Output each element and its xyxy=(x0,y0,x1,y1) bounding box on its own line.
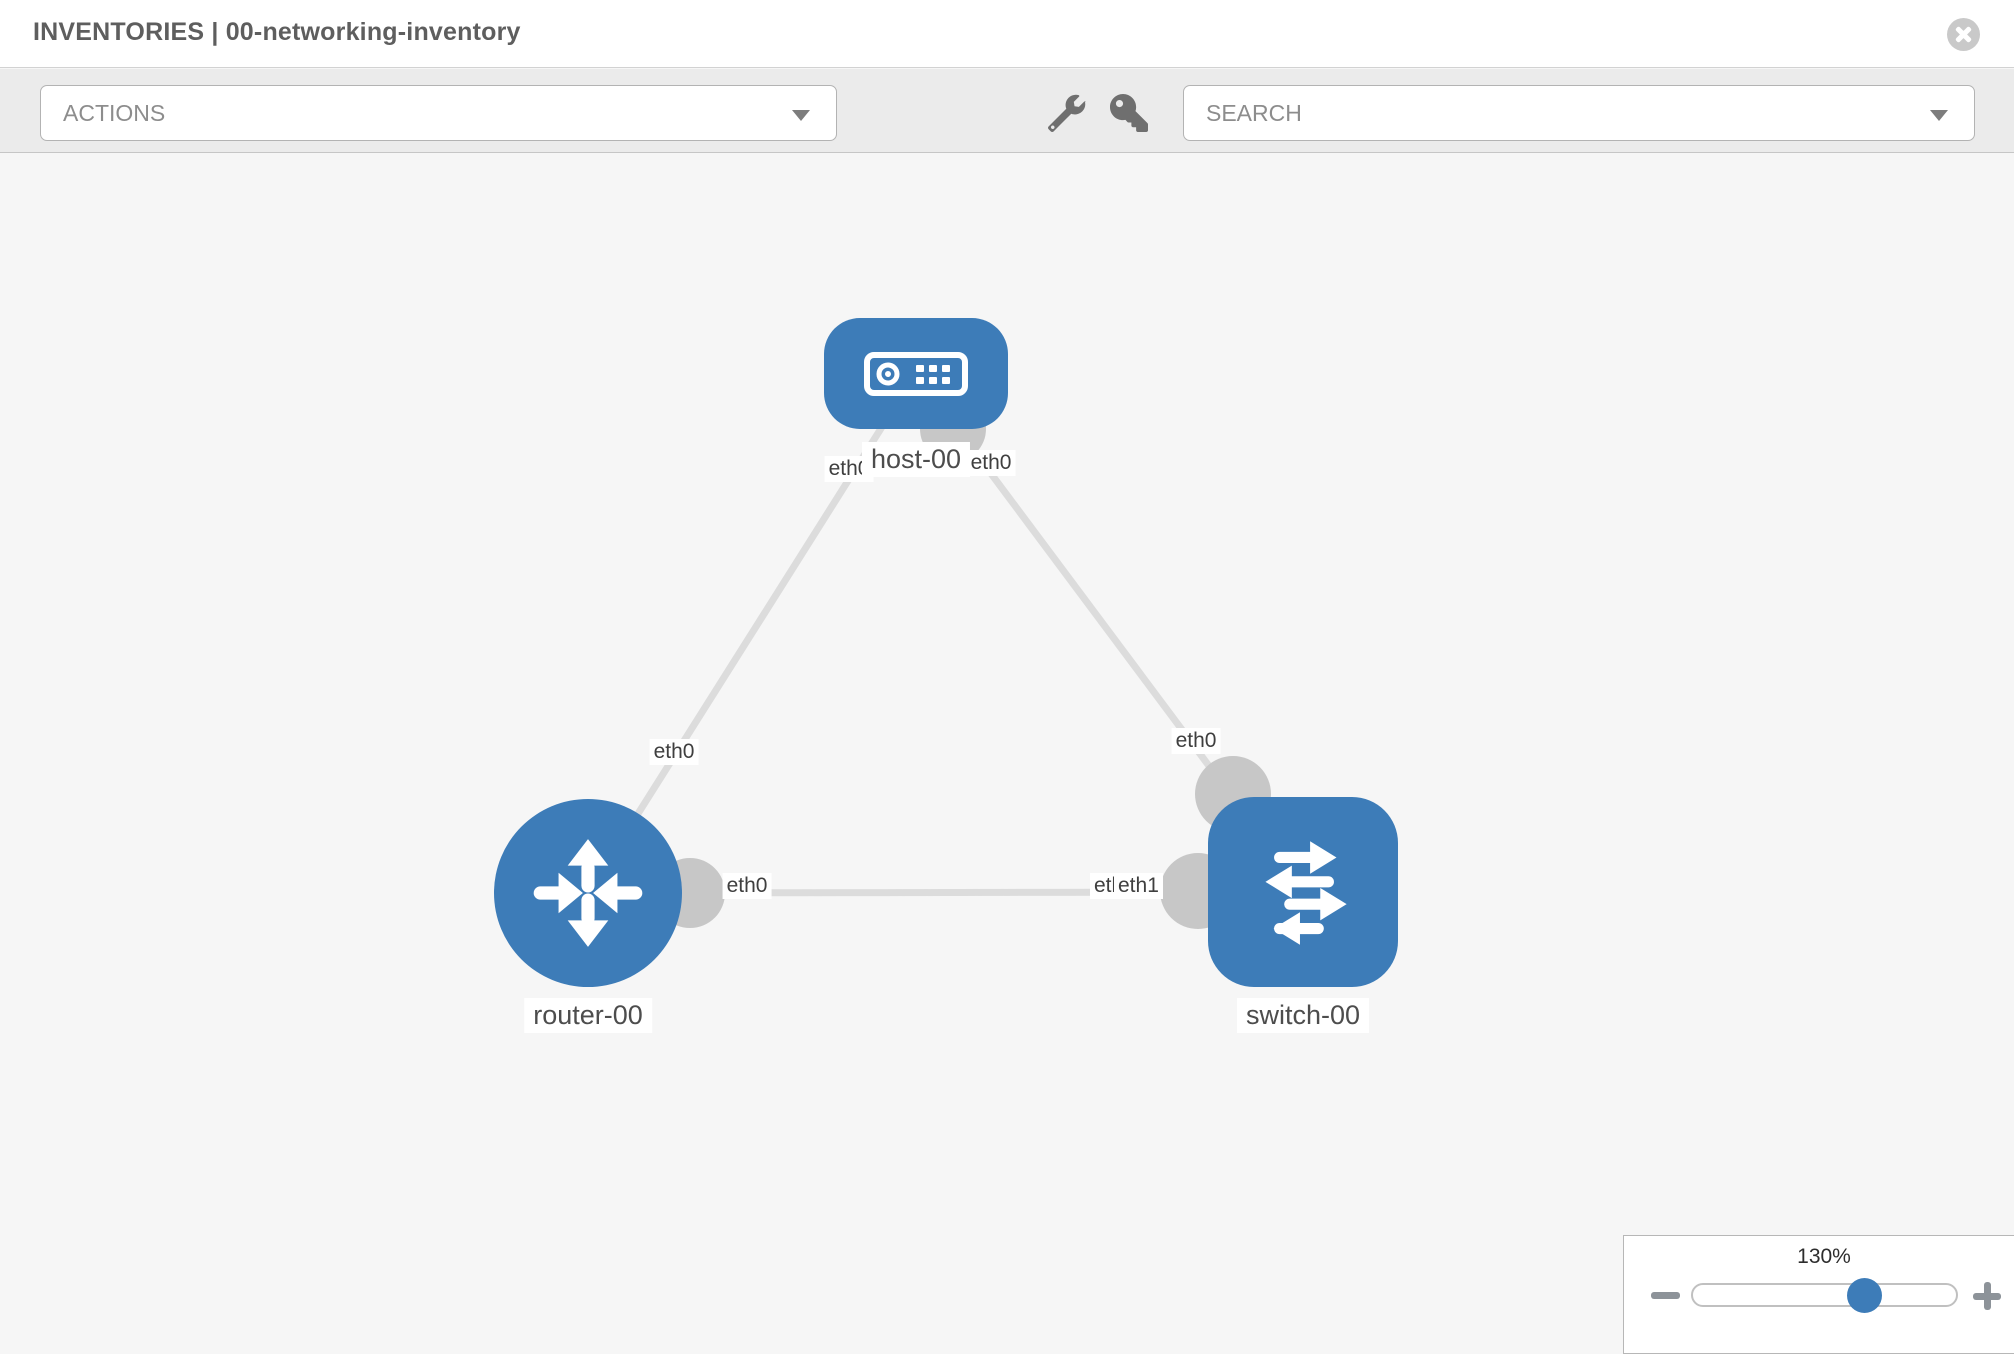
chevron-down-icon xyxy=(792,110,810,121)
switch-icon xyxy=(1265,841,1347,945)
node-switch-00[interactable] xyxy=(1208,797,1398,987)
actions-dropdown[interactable]: ACTIONS xyxy=(40,85,837,141)
topology-canvas[interactable]: host-00 router-00 switch-00 eth0 eth0 et… xyxy=(0,153,2014,1354)
close-icon[interactable] xyxy=(1947,18,1980,51)
topology-links xyxy=(585,370,1306,897)
search-placeholder: SEARCH xyxy=(1206,100,1302,126)
search-dropdown[interactable]: SEARCH xyxy=(1183,85,1975,141)
router-icon xyxy=(533,839,643,947)
zoom-in-icon[interactable] xyxy=(1972,1281,2002,1311)
iface-label-router-switch-router-end: eth0 xyxy=(722,873,772,899)
zoom-slider-handle[interactable] xyxy=(1847,1278,1882,1313)
plus-bar xyxy=(1984,1282,1991,1310)
iface-label-host-router-router-end: eth0 xyxy=(649,739,699,765)
panel-header: INVENTORIES | 00-networking-inventory xyxy=(0,0,2014,68)
zoom-slider-track[interactable] xyxy=(1691,1283,1958,1307)
actions-dropdown-label: ACTIONS xyxy=(63,100,166,126)
wrench-icon[interactable] xyxy=(1048,94,1086,132)
iface-label-host-switch-switch-end: eth0 xyxy=(1171,728,1221,754)
node-host-00[interactable] xyxy=(824,318,1008,429)
key-icon[interactable] xyxy=(1110,94,1148,132)
node-label-router: router-00 xyxy=(524,998,652,1033)
chevron-down-icon xyxy=(1930,110,1948,121)
host-server-icon xyxy=(864,351,968,396)
page-title: INVENTORIES | 00-networking-inventory xyxy=(33,18,521,46)
node-label-host: host-00 xyxy=(861,442,971,477)
node-label-switch: switch-00 xyxy=(1236,998,1370,1033)
toolbar: ACTIONS SEARCH xyxy=(0,69,2014,153)
iface-label-host-switch-host-end: eth0 xyxy=(966,450,1016,476)
node-router-00[interactable] xyxy=(494,799,682,987)
zoom-out-icon[interactable] xyxy=(1651,1292,1680,1299)
zoom-percentage: 130% xyxy=(1797,1245,1851,1268)
iface-label-router-switch-switch-end: eth1 xyxy=(1114,873,1163,899)
zoom-control-panel: 130% xyxy=(1623,1235,2014,1354)
